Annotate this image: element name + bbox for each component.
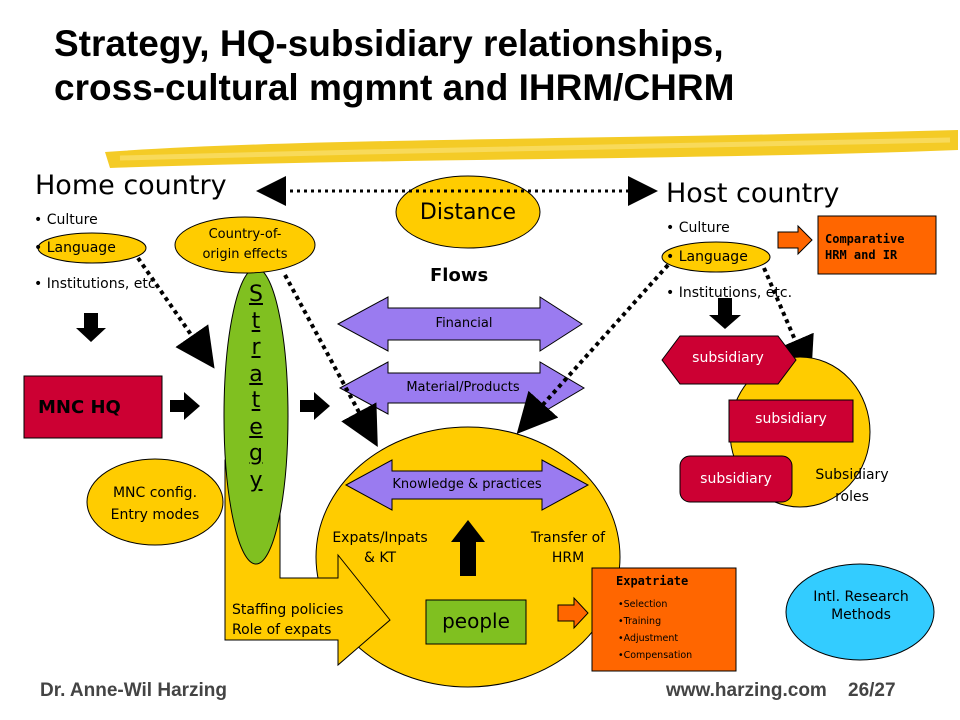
strategy-letter: S	[249, 282, 263, 307]
comparative-line-1: Comparative	[825, 232, 905, 246]
home-bullet-language: • Language	[34, 240, 116, 256]
footer-page-number: 26/27	[848, 680, 896, 701]
host-culture-label: Culture	[678, 220, 730, 236]
expatriate-item: •Selection	[618, 599, 668, 610]
research-line-1: Intl. Research	[813, 589, 909, 605]
people-up-arrow	[451, 520, 485, 576]
expats-line-2: & KT	[363, 550, 396, 566]
expatriate-item-text: Selection	[623, 599, 668, 610]
mnc-config-label: MNC config. Entry modes	[90, 482, 220, 526]
country-of-origin-label: Country-of- origin effects	[175, 225, 315, 265]
expatriate-item: •Adjustment	[618, 633, 679, 644]
research-line-2: Methods	[831, 607, 891, 623]
staffing-line-1: Staffing policies	[232, 602, 344, 618]
distance-label: Distance	[419, 200, 517, 225]
host-bullet-language: • Language	[666, 249, 748, 265]
staffing-label: Staffing policies Role of expats	[232, 600, 343, 640]
strategy-letter: t	[251, 388, 261, 413]
financial-flow-arrow	[336, 296, 583, 352]
strategy-letter: y	[249, 467, 263, 493]
subsidiary-label-1: subsidiary	[692, 350, 764, 366]
expatriate-box	[591, 567, 737, 672]
host-bullet-institutions: • Institutions, etc.	[666, 285, 793, 301]
expatriate-item-text: Training	[623, 616, 662, 627]
subsidiary-roles-label: Subsidiary roles	[808, 464, 896, 508]
subsidiary-rect	[728, 399, 854, 443]
expats-label: Expats/Inpats & KT	[318, 528, 442, 568]
host-language-to-subsidiary-dotted	[762, 267, 814, 378]
host-country-heading: Host country	[666, 178, 840, 209]
mnc-config-line-1: MNC config.	[112, 485, 198, 501]
origin-to-people-dotted	[283, 274, 378, 448]
expatriate-item-text: Compensation	[623, 650, 693, 661]
strategy-letter: t	[251, 308, 261, 334]
people-label: people	[442, 609, 510, 633]
language-to-strategy-dotted	[136, 256, 215, 369]
expatriate-item: •Compensation	[618, 650, 693, 661]
strategy-letter: e	[249, 414, 263, 440]
title-line-1: Strategy, HQ-subsidiary relationships,	[54, 23, 724, 64]
material-label: Material/Products	[406, 380, 520, 395]
country-of-origin-line-1: Country-of-	[208, 227, 282, 242]
title-line-2: cross-cultural mgmnt and IHRM/CHRM	[54, 67, 735, 108]
expatriate-item-text: Adjustment	[623, 633, 679, 644]
expatriate-heading: Expatriate	[616, 574, 689, 588]
transfer-line-2: HRM	[551, 550, 585, 566]
strategy-letter: g	[249, 441, 263, 466]
flows-heading: Flows	[430, 265, 489, 286]
hq-to-strategy-arrow	[170, 392, 200, 420]
financial-label: Financial	[435, 316, 493, 331]
strategy-to-flows-arrow	[300, 392, 330, 420]
home-bullet-culture: • Culture	[34, 212, 98, 228]
expatriate-list: •Selection •Training •Adjustment •Compen…	[618, 596, 692, 664]
comparative-label: Comparative HRM and IR	[825, 231, 904, 263]
mnc-hq-box	[23, 375, 163, 439]
expatriate-item: •Training	[618, 616, 662, 627]
footer-site[interactable]: www.harzing.com	[666, 680, 827, 701]
mnc-config-ellipse	[86, 458, 224, 546]
home-language-ellipse	[37, 232, 147, 264]
subsidiary-label-3: subsidiary	[700, 471, 772, 487]
strategy-letter: a	[249, 361, 263, 387]
people-box	[425, 599, 527, 645]
country-of-origin-line-2: origin effects	[202, 247, 288, 262]
knowledge-label: Knowledge & practices	[392, 477, 542, 492]
research-ellipse	[785, 563, 935, 661]
host-down-arrow	[709, 298, 741, 329]
home-bullet-institutions: • Institutions, etc.	[34, 276, 161, 292]
footer-author: Dr. Anne-Wil Harzing	[40, 680, 228, 701]
strategy-label: S t r a t e g y	[236, 282, 276, 494]
strategy-letter: r	[251, 335, 261, 360]
subsidiary-roles-line-1: Subsidiary	[815, 467, 889, 483]
transfer-line-1: Transfer of	[530, 530, 606, 546]
staffing-line-2: Role of expats	[232, 622, 332, 638]
host-institutions-label: Institutions, etc.	[678, 285, 793, 301]
home-country-heading: Home country	[35, 170, 227, 201]
host-bullet-culture: • Culture	[666, 220, 730, 236]
mnc-hq-label: MNC HQ	[38, 397, 121, 418]
comparative-box	[817, 215, 937, 275]
title-underline-brush-light	[119, 137, 951, 161]
expatriate-orange-arrow	[557, 596, 589, 630]
home-language-label: Language	[46, 240, 116, 256]
knowledge-flow-arrow	[344, 459, 590, 511]
research-label: Intl. Research Methods	[796, 588, 926, 624]
country-of-origin-ellipse	[174, 216, 316, 274]
comparative-line-2: HRM and IR	[825, 248, 898, 262]
host-language-label: Language	[678, 249, 748, 265]
mnc-config-line-2: Entry modes	[110, 507, 200, 523]
home-culture-label: Culture	[46, 212, 98, 228]
subsidiary-label-2: subsidiary	[755, 411, 827, 427]
subsidiary-rounded	[679, 455, 793, 503]
home-down-arrow	[76, 313, 106, 342]
host-language-ellipse	[661, 241, 771, 273]
page-title: Strategy, HQ-subsidiary relationships, c…	[54, 22, 934, 110]
comparative-orange-arrow	[777, 224, 813, 256]
home-institutions-label: Institutions, etc.	[46, 276, 161, 292]
expats-line-1: Expats/Inpats	[332, 530, 428, 546]
subsidiary-roles-line-2: roles	[835, 489, 869, 505]
transfer-label: Transfer of HRM	[510, 528, 626, 568]
subsidiary-hexagon	[661, 335, 797, 385]
